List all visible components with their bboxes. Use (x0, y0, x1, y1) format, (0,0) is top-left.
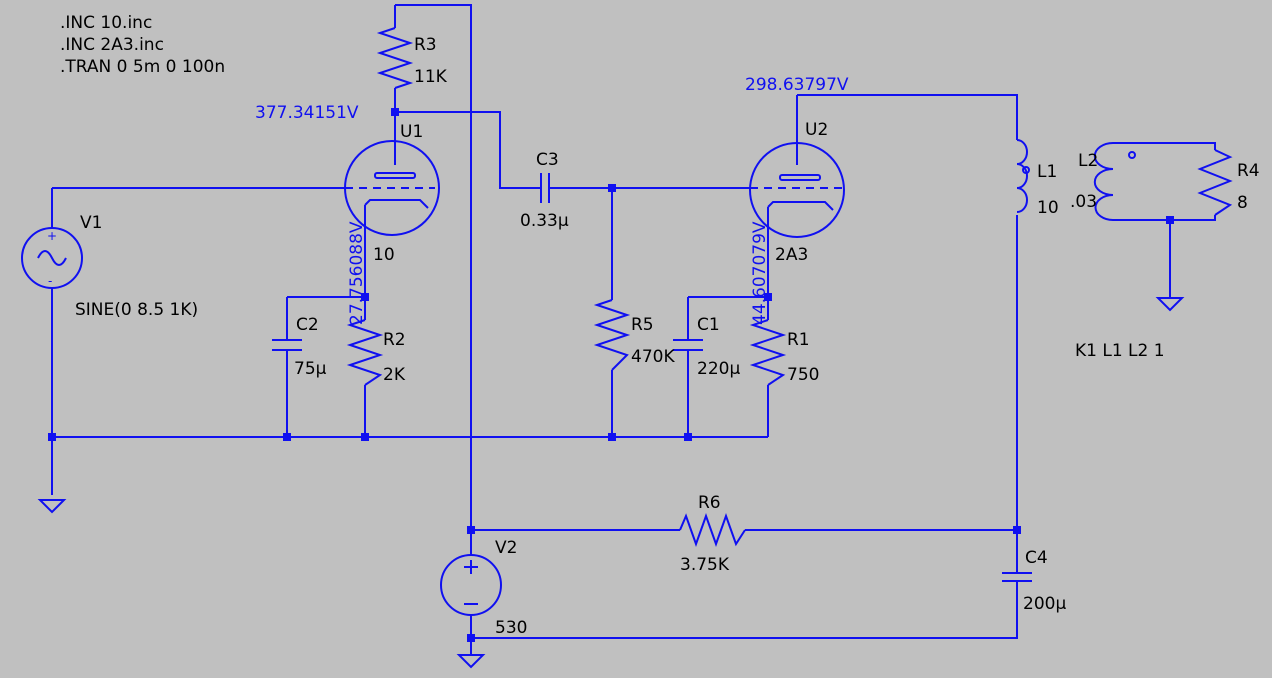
triode-u2-symbol[interactable] (749, 142, 845, 238)
node-voltage-u2-plate: 298.63797V (745, 75, 849, 95)
c4-label: C4 (1025, 548, 1048, 568)
r4-label: R4 (1237, 161, 1260, 181)
l2-value: .03 (1070, 192, 1097, 212)
directive-inc-10[interactable]: .INC 10.inc (60, 13, 152, 33)
voltage-source-v2-symbol[interactable] (440, 554, 502, 616)
l2-label: L2 (1078, 151, 1098, 171)
node-voltage-u2-cathode: 44.607079V (750, 221, 770, 325)
resistor-r1-symbol[interactable] (749, 319, 787, 386)
svg-text:-: - (48, 274, 52, 288)
r6-value: 3.75K (680, 555, 730, 575)
ground-icon (37, 499, 67, 514)
coupling-directive[interactable]: K1 L1 L2 1 (1075, 341, 1165, 361)
node-voltage-u1-plate: 377.34151V (255, 103, 359, 123)
l1-phase-dot (1022, 166, 1030, 174)
ground-icon (456, 654, 486, 669)
triode-u1-symbol[interactable] (344, 140, 440, 236)
c2-label: C2 (296, 315, 319, 335)
c1-label: C1 (697, 315, 720, 335)
r5-label: R5 (631, 315, 654, 335)
l1-value: 10 (1037, 198, 1059, 218)
l1-label: L1 (1037, 162, 1057, 182)
resistor-r3-symbol[interactable] (376, 27, 414, 89)
directive-tran[interactable]: .TRAN 0 5m 0 100n (60, 57, 225, 77)
r4-value: 8 (1237, 193, 1248, 213)
c4-value: 200µ (1023, 594, 1066, 614)
svg-text:+: + (47, 229, 57, 243)
resistor-r6-symbol[interactable] (679, 513, 746, 547)
v1-label: V1 (80, 213, 102, 233)
resistor-r4-symbol[interactable] (1197, 149, 1233, 216)
v2-label: V2 (495, 538, 517, 558)
inductor-l1-symbol[interactable] (1016, 139, 1028, 213)
ground-icon (1155, 297, 1185, 312)
inductor-l2-symbol[interactable] (1093, 142, 1114, 221)
node-voltage-u1-cathode: 27.756088V (347, 221, 367, 325)
resistor-r2-symbol[interactable] (346, 319, 384, 386)
directive-inc-2a3[interactable]: .INC 2A3.inc (60, 35, 164, 55)
u1-label: U1 (400, 122, 423, 142)
c2-value: 75µ (294, 359, 327, 379)
c3-label: C3 (536, 150, 559, 170)
v1-value: SINE(0 8.5 1K) (75, 300, 198, 320)
c3-value: 0.33µ (520, 211, 569, 231)
sine-source-v1-symbol[interactable]: + - (21, 227, 83, 289)
u2-value: 2A3 (775, 245, 808, 265)
r5-value: 470K (631, 347, 675, 367)
r3-label: R3 (414, 35, 437, 55)
r3-value: 11K (414, 67, 448, 87)
r2-value: 2K (383, 365, 406, 385)
c1-value: 220µ (697, 359, 740, 379)
v2-value: 530 (495, 618, 527, 638)
capacitor-c1-symbol[interactable] (673, 339, 703, 351)
resistor-r5-symbol[interactable] (593, 299, 631, 371)
wires[interactable] (51, 4, 1216, 655)
u2-label: U2 (805, 120, 828, 140)
capacitor-c4-symbol[interactable] (1002, 572, 1032, 582)
u1-value: 10 (373, 245, 395, 265)
junction-nodes (48, 108, 1174, 642)
r6-label: R6 (698, 493, 721, 513)
r1-value: 750 (787, 365, 819, 385)
r1-label: R1 (787, 330, 810, 350)
capacitor-c2-symbol[interactable] (272, 339, 302, 351)
capacitor-c3-symbol[interactable] (540, 173, 550, 203)
l2-phase-dot (1128, 151, 1136, 159)
r2-label: R2 (383, 330, 406, 350)
